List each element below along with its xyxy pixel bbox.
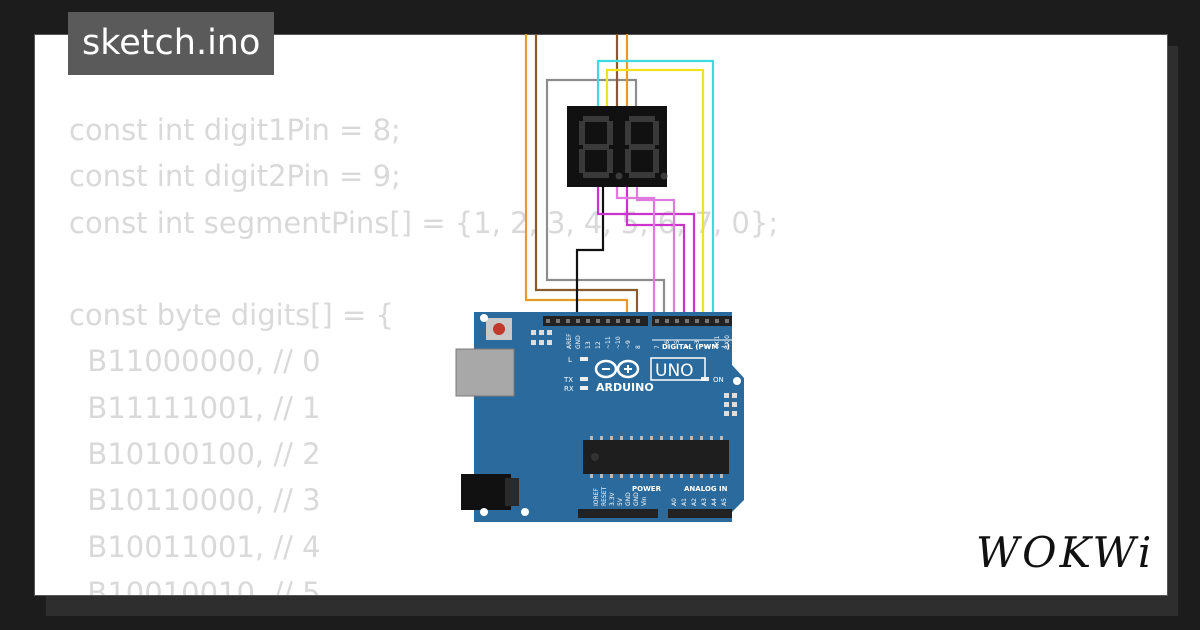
- wire-magenta-2[interactable]: [625, 186, 686, 322]
- pin-label: A0: [671, 498, 678, 506]
- code-listing: const int digit1Pin = 8; const int digit…: [69, 107, 779, 596]
- pin-label: TX 1: [714, 335, 721, 350]
- l-label: L: [568, 356, 572, 364]
- pin-label: A1: [681, 498, 688, 506]
- pin-label: A2: [691, 498, 698, 506]
- pin-label: ~3: [694, 340, 701, 349]
- gnd-pin-label: GND: [575, 335, 582, 349]
- digit-2-segments: [625, 116, 668, 180]
- wire-yellow[interactable]: [605, 68, 705, 322]
- power-label: POWER: [632, 485, 662, 493]
- pin-label: 5V: [617, 497, 624, 506]
- pin-label: ~9: [625, 340, 632, 349]
- wire-violet[interactable]: [615, 186, 656, 322]
- pin-label: ~11: [605, 336, 612, 349]
- digital-label: DIGITAL (PWM ~): [662, 343, 730, 351]
- pin-label: 12: [595, 341, 602, 349]
- analog-label: ANALOG IN: [684, 485, 728, 493]
- pin-label: A5: [721, 498, 728, 506]
- aref-label: AREF: [566, 333, 573, 349]
- digital-pin-labels: AREF GND 13 12 ~11 ~10 ~9 8 7 ~6 ~5 4 ~3…: [566, 333, 731, 350]
- wire-cyan[interactable]: [596, 59, 715, 322]
- pin-label: GND: [633, 492, 640, 506]
- pin-label: GND: [625, 492, 632, 506]
- brand-label: ARDUINO: [596, 381, 654, 394]
- pin-label: RX 0: [724, 335, 731, 349]
- wokwi-logo: WOKWi: [976, 528, 1155, 577]
- digit-1-segments: [579, 116, 623, 180]
- pin-label: 4: [684, 345, 691, 349]
- seven-segment-display[interactable]: [567, 106, 668, 187]
- pin-label: 13: [585, 341, 592, 349]
- pin-label: IOREF: [593, 488, 600, 506]
- code-line: const int digit1Pin = 8;: [69, 113, 401, 147]
- pin-label: A3: [701, 498, 708, 506]
- code-line: B11000000, // 0: [69, 344, 321, 379]
- wires: [524, 34, 715, 322]
- arduino-logo-icon: [594, 359, 640, 379]
- tx-label: TX: [563, 376, 573, 384]
- pin-label: 7: [654, 345, 661, 349]
- digital-header-right[interactable]: [652, 316, 732, 326]
- pin-label: ~5: [674, 340, 681, 349]
- pin-label: 8: [635, 345, 642, 349]
- power-header[interactable]: [578, 509, 658, 518]
- code-line: B11111001, // 1: [69, 390, 321, 425]
- wire-violet-2[interactable]: [635, 186, 676, 322]
- wire-magenta-1[interactable]: [596, 186, 696, 322]
- wire-gray[interactable]: [545, 78, 666, 322]
- pin-label: RESET: [601, 486, 608, 506]
- code-line: B10100100, // 2: [69, 437, 321, 472]
- wire-brown-1[interactable]: [534, 34, 639, 322]
- code-line: const int digit2Pin = 9;: [69, 159, 401, 194]
- usb-port-icon: [456, 349, 514, 396]
- code-line: const byte digits[] = {: [69, 298, 394, 333]
- code-line: B10011001, // 4: [69, 529, 321, 564]
- microcontroller-chip: [583, 440, 729, 474]
- model-label: UNO: [655, 361, 694, 381]
- file-title[interactable]: sketch.ino: [68, 12, 275, 75]
- pin-label: ~10: [615, 336, 622, 349]
- code-line: B10110000, // 3: [69, 483, 321, 518]
- code-line: const int segmentPins[] = {1, 2, 3, 4, 5…: [69, 205, 779, 240]
- wire-black[interactable]: [575, 186, 605, 322]
- power-jack-icon: [461, 474, 511, 510]
- power-pin-labels: IOREF RESET 3.3V 5V GND GND Vin A0 A1 A2…: [593, 486, 728, 506]
- rx-label: RX: [564, 385, 574, 393]
- code-line: B10010010, // 5: [69, 575, 321, 596]
- arduino-uno-board[interactable]: AREF GND 13 12 ~11 ~10 ~9 8 7 ~6 ~5 4 ~3…: [455, 312, 744, 522]
- pin-label: 2: [704, 345, 711, 349]
- pin-label: Vin: [641, 496, 648, 506]
- on-label: ON: [713, 376, 724, 384]
- analog-header[interactable]: [668, 509, 732, 518]
- pin-label: 3.3V: [609, 491, 616, 506]
- pin-label: ~6: [664, 340, 671, 349]
- digital-header-left[interactable]: [543, 316, 648, 326]
- pin-label: A4: [711, 498, 718, 506]
